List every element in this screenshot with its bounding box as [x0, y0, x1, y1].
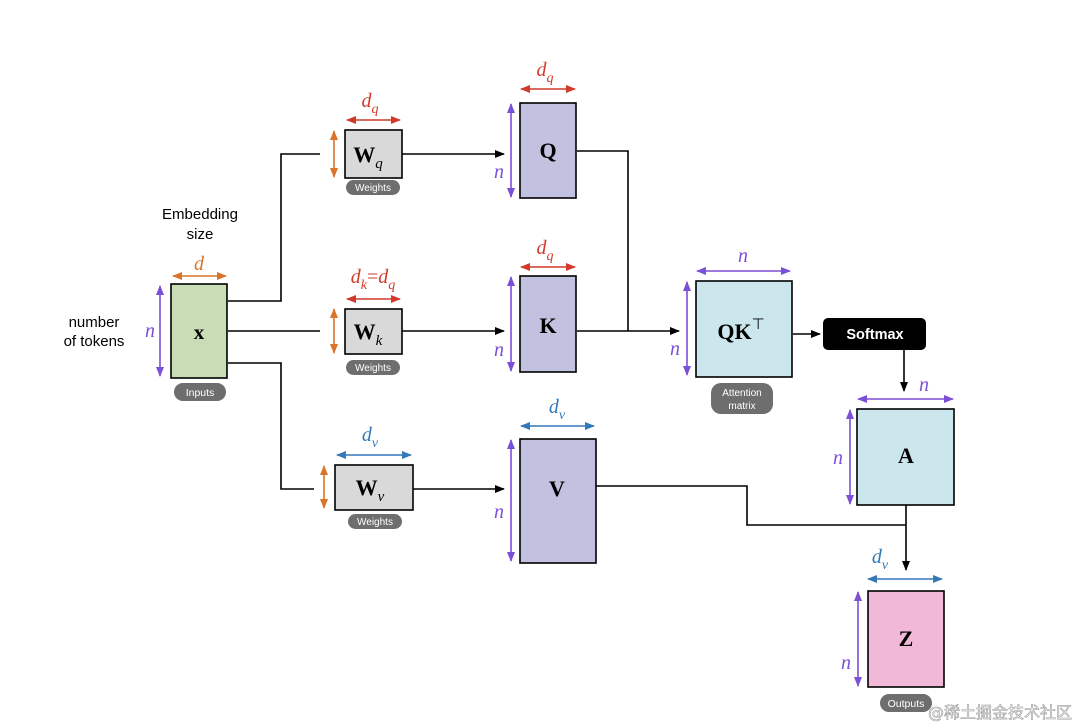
- attention-matrix-pill: [711, 383, 773, 414]
- wk-weights-pill: [346, 360, 400, 375]
- k-dim-sub: q: [547, 249, 554, 264]
- wq-label: Wq: [353, 142, 383, 172]
- wk-label: Wk: [354, 319, 383, 349]
- k-height-dim-label: n: [494, 339, 504, 361]
- input-x-label: x: [194, 320, 205, 344]
- a-width-dim-label: n: [919, 374, 929, 396]
- z-height-dim-label: n: [841, 652, 851, 674]
- q-block: dq n Q: [494, 59, 577, 199]
- qkt-label-sup: ⊤: [752, 317, 765, 333]
- a-box: [856, 408, 955, 506]
- wv-dim-sub: v: [372, 436, 379, 451]
- q-label: Q: [539, 138, 556, 163]
- wk-dim-lhs-base: d: [351, 266, 362, 288]
- wq-label-sub: q: [375, 156, 383, 172]
- wv-label-base: W: [356, 475, 378, 500]
- z-box: [867, 590, 945, 688]
- connectors: [228, 150, 910, 571]
- wq-dim-sub: q: [372, 102, 379, 117]
- x-width-dim-label: d: [194, 253, 205, 275]
- wk-dim-lhs-sub: k: [361, 278, 368, 293]
- wq-width-dim-label: dq: [362, 90, 379, 117]
- input-x-box: [170, 283, 228, 379]
- v-dim-base: d: [549, 396, 560, 418]
- x-to-wv-connector: [228, 362, 314, 490]
- qkt-label: QK⊤: [717, 317, 764, 344]
- qkt-box: [695, 280, 793, 378]
- q-dim-base: d: [537, 59, 548, 81]
- inputs-pill-label: Inputs: [186, 387, 215, 399]
- embedding-size-label-2: size: [187, 226, 214, 243]
- v-label: V: [549, 476, 565, 501]
- x-height-dim-label: n: [145, 320, 155, 342]
- a-block: n n A: [833, 374, 955, 506]
- v-block: dv n V: [494, 396, 597, 564]
- z-block: dv n Z Outputs: [841, 546, 945, 712]
- wk-weights-pill-label: Weights: [355, 363, 391, 374]
- z-dim-sub: v: [882, 558, 889, 573]
- embedding-size-label: Embedding: [162, 206, 238, 223]
- qkt-block: n n QK⊤ Attention matrix: [670, 245, 793, 414]
- k-block: dq n K: [494, 237, 577, 373]
- z-width-dim-label: dv: [872, 546, 889, 573]
- z-dim-base: d: [872, 546, 883, 568]
- wq-weights-pill-label: Weights: [355, 183, 391, 194]
- number-of-tokens-label: number: [69, 314, 120, 331]
- outputs-pill-label: Outputs: [888, 698, 925, 710]
- wk-dim-eq: =: [367, 266, 378, 288]
- wk-block: dk=dq Wk Weights: [330, 266, 403, 375]
- wk-label-base: W: [354, 319, 376, 344]
- q-to-qkt-connector: [577, 150, 629, 331]
- v-dim-sub: v: [559, 408, 566, 423]
- wv-weights-pill: [348, 514, 402, 529]
- wk-width-dim-label: dk=dq: [351, 266, 396, 293]
- q-box: [519, 102, 577, 199]
- wv-dim-base: d: [362, 424, 373, 446]
- inputs-pill: [174, 383, 226, 401]
- wv-width-dim-label: dv: [362, 424, 379, 451]
- wq-label-base: W: [353, 142, 375, 167]
- z-label: Z: [899, 626, 914, 651]
- wq-dim-base: d: [362, 90, 373, 112]
- v-box: [519, 438, 597, 564]
- wk-dim-rhs-base: d: [378, 266, 389, 288]
- watermark: @稀土掘金技术社区: [928, 703, 1072, 722]
- softmax-block: Softmax: [823, 318, 926, 350]
- wk-label-sub: k: [376, 333, 383, 349]
- q-dim-sub: q: [547, 71, 554, 86]
- qkt-height-dim-label: n: [670, 338, 680, 360]
- attention-matrix-pill-label-2: matrix: [728, 401, 755, 412]
- wq-box: [344, 129, 403, 179]
- wk-dim-rhs-sub: q: [388, 278, 395, 293]
- wv-label: Wv: [356, 475, 385, 505]
- wv-label-sub: v: [378, 489, 385, 505]
- wv-box: [334, 464, 414, 511]
- outputs-pill: [880, 694, 932, 712]
- input-x-block: d n x Inputs: [145, 253, 228, 401]
- v-to-z-connector: [596, 485, 906, 526]
- k-label: K: [539, 313, 556, 338]
- softmax-box: [823, 318, 926, 350]
- wk-box: [344, 308, 403, 355]
- wv-block: dv Wv Weights: [320, 424, 414, 529]
- q-height-dim-label: n: [494, 161, 504, 183]
- v-height-dim-label: n: [494, 501, 504, 523]
- attention-matrix-pill-label: Attention: [722, 388, 761, 399]
- a-height-dim-label: n: [833, 447, 843, 469]
- x-to-wq-connector: [228, 153, 320, 302]
- wq-block: dq Wq Weights: [330, 90, 403, 195]
- qkt-label-base: QK: [717, 319, 751, 344]
- qkt-width-dim-label: n: [738, 245, 748, 267]
- a-label: A: [898, 443, 914, 468]
- k-width-dim-label: dq: [537, 237, 554, 264]
- wq-weights-pill: [346, 180, 400, 195]
- k-dim-base: d: [537, 237, 548, 259]
- q-width-dim-label: dq: [537, 59, 554, 86]
- k-box: [519, 275, 577, 373]
- v-width-dim-label: dv: [549, 396, 566, 423]
- wv-weights-pill-label: Weights: [357, 517, 393, 528]
- number-of-tokens-label-2: of tokens: [64, 333, 125, 350]
- softmax-label: Softmax: [846, 327, 903, 343]
